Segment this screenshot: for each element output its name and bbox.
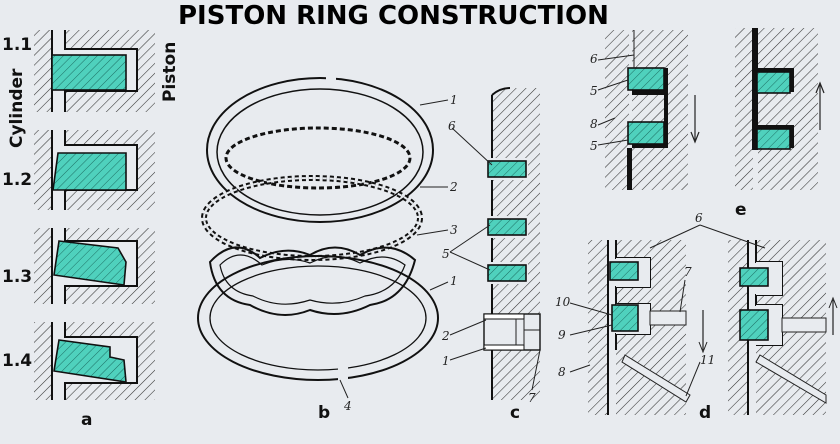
- callout-d-10: 10: [555, 295, 571, 309]
- ring-section-1-4: [34, 322, 155, 400]
- callout-e-6: 6: [590, 52, 598, 66]
- compression-ring-bottom: [197, 255, 439, 385]
- compression-ring-top: [206, 72, 434, 223]
- wavy-ring-3: [208, 246, 417, 316]
- callout-b-3: 3: [450, 223, 458, 237]
- section-d-down-stroke: [588, 240, 708, 415]
- callout-c-7: 7: [528, 391, 536, 405]
- callout-d-7: 7: [684, 265, 692, 279]
- expander-ring-2: [201, 175, 423, 261]
- callout-b-4: 4: [343, 399, 352, 413]
- ring-section-1-2: [34, 130, 155, 210]
- panel-e: 6 5 8 5 e: [590, 28, 825, 220]
- panel-c: 6 5 2 1 7 c: [441, 87, 541, 423]
- ring-section-1-1: [34, 30, 155, 112]
- callout-d-8: 8: [558, 365, 566, 379]
- variant-label-1-2: 1.2: [2, 170, 32, 190]
- panel-c-label: c: [510, 403, 520, 423]
- section-e-up-stroke: [735, 28, 825, 190]
- panel-d: 6 7 10 9 8 11 d: [555, 211, 838, 423]
- piston-label: Piston: [160, 42, 180, 102]
- panel-e-label: e: [735, 200, 747, 220]
- callout-e-5-bottom: 5: [590, 139, 598, 153]
- variant-label-1-4: 1.4: [2, 351, 32, 371]
- panel-b-label: b: [318, 403, 330, 423]
- callout-e-5-top: 5: [590, 84, 598, 98]
- callout-b-1-bottom: 1: [450, 274, 458, 288]
- callout-c-1: 1: [442, 354, 450, 368]
- callout-d-11: 11: [700, 353, 715, 367]
- variant-label-1-3: 1.3: [2, 267, 32, 287]
- page-title: PISTON RING CONSTRUCTION: [178, 1, 609, 31]
- cylinder-label: Cylinder: [7, 68, 27, 148]
- callout-c-5: 5: [442, 247, 450, 261]
- callout-e-8: 8: [590, 117, 598, 131]
- ring-section-1-3: [34, 228, 155, 304]
- panel-a: 1.1 1.2 1.3 1.4 Cylinder Piston: [2, 30, 180, 430]
- callout-d-6: 6: [695, 211, 703, 225]
- callout-b-1-top: 1: [450, 93, 458, 107]
- expander-ring-inner: [224, 126, 412, 190]
- panel-d-label: d: [699, 403, 711, 423]
- callout-b-2: 2: [449, 180, 458, 194]
- section-e-down-stroke: [605, 30, 700, 190]
- panel-b: 1 2 3 1 4 b: [197, 72, 458, 423]
- callout-c-2: 2: [441, 329, 450, 343]
- oil-ring-groove: [483, 313, 541, 351]
- panel-a-label: a: [81, 410, 92, 430]
- callout-c-6: 6: [448, 119, 456, 133]
- section-d-up-stroke: [728, 240, 838, 415]
- callout-d-9: 9: [558, 328, 566, 342]
- variant-label-1-1: 1.1: [2, 35, 32, 55]
